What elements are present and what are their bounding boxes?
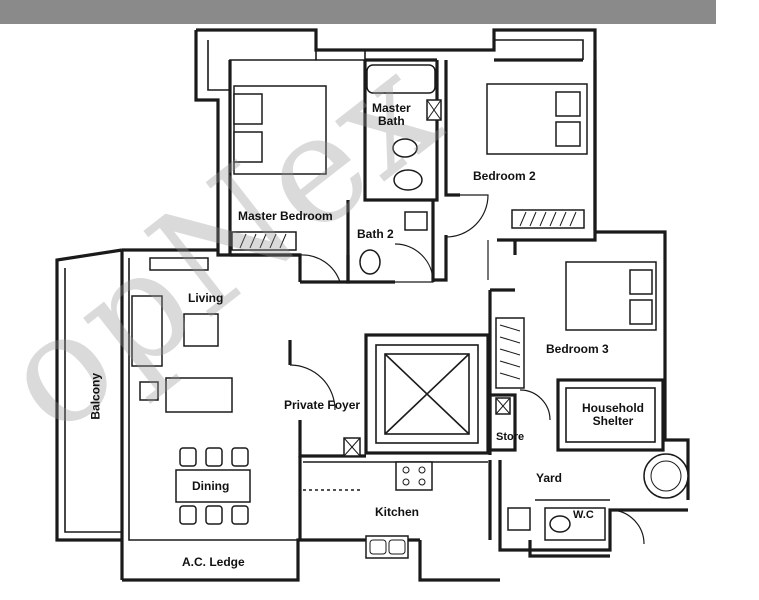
beds	[233, 83, 657, 331]
room-label-private-foyer: Private Foyer	[284, 398, 361, 412]
room-label-master-bedroom: Master Bedroom	[238, 209, 333, 223]
yard-fixtures	[507, 453, 689, 541]
room-label-living: Living	[188, 291, 224, 305]
room-label-store: Store	[496, 431, 525, 443]
wardrobes	[231, 209, 585, 389]
room-label-household-shelter: Household Shelter	[582, 402, 644, 427]
room-label-balcony: Balcony	[88, 372, 103, 420]
living-furniture	[131, 257, 251, 525]
room-label-yard: Yard	[536, 471, 563, 485]
kitchen-fixtures	[343, 397, 511, 559]
room-label-bedroom-3: Bedroom 3	[546, 342, 609, 356]
top-band	[0, 0, 716, 24]
walls	[55, 28, 690, 582]
room-label-bath-2: Bath 2	[357, 227, 394, 241]
room-label-dining: Dining	[192, 479, 230, 493]
room-label-kitchen: Kitchen	[375, 505, 420, 519]
master-bath-text: Master Bath	[372, 101, 411, 128]
door-swings	[289, 194, 645, 545]
room-label-bedroom-2: Bedroom 2	[473, 169, 536, 183]
room-label-wc: W.C	[573, 509, 594, 521]
household-shelter-text: Household Shelter	[582, 401, 644, 428]
bath-fixtures	[359, 64, 442, 275]
room-label-ac-ledge: A.C. Ledge	[182, 555, 245, 569]
room-label-master-bath: Master Bath	[372, 102, 411, 127]
